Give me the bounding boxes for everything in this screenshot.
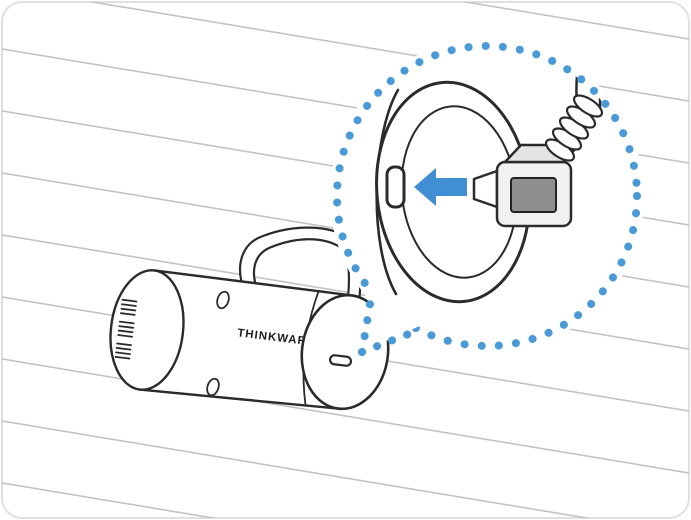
speaker-vents-icon (114, 298, 138, 360)
callout-dotted-ring (333, 42, 641, 350)
rear-camera: THINKWARE (109, 226, 390, 411)
connector-label-plate (510, 177, 557, 213)
micro-usb-port-icon (328, 354, 353, 367)
closeup-micro-usb-port-icon (385, 165, 406, 209)
insert-direction-arrow-icon (414, 168, 467, 206)
callout-tail-edge-right (358, 326, 423, 356)
screw-oval-top (216, 290, 230, 310)
cable-strain-relief (544, 94, 604, 162)
callout-content (375, 47, 608, 304)
callout-tail-edge-left (358, 288, 376, 356)
screw-oval-bottom (206, 377, 220, 397)
callout-tail (362, 280, 424, 352)
port-zoom-callout (330, 39, 644, 356)
camera-body (139, 270, 352, 409)
